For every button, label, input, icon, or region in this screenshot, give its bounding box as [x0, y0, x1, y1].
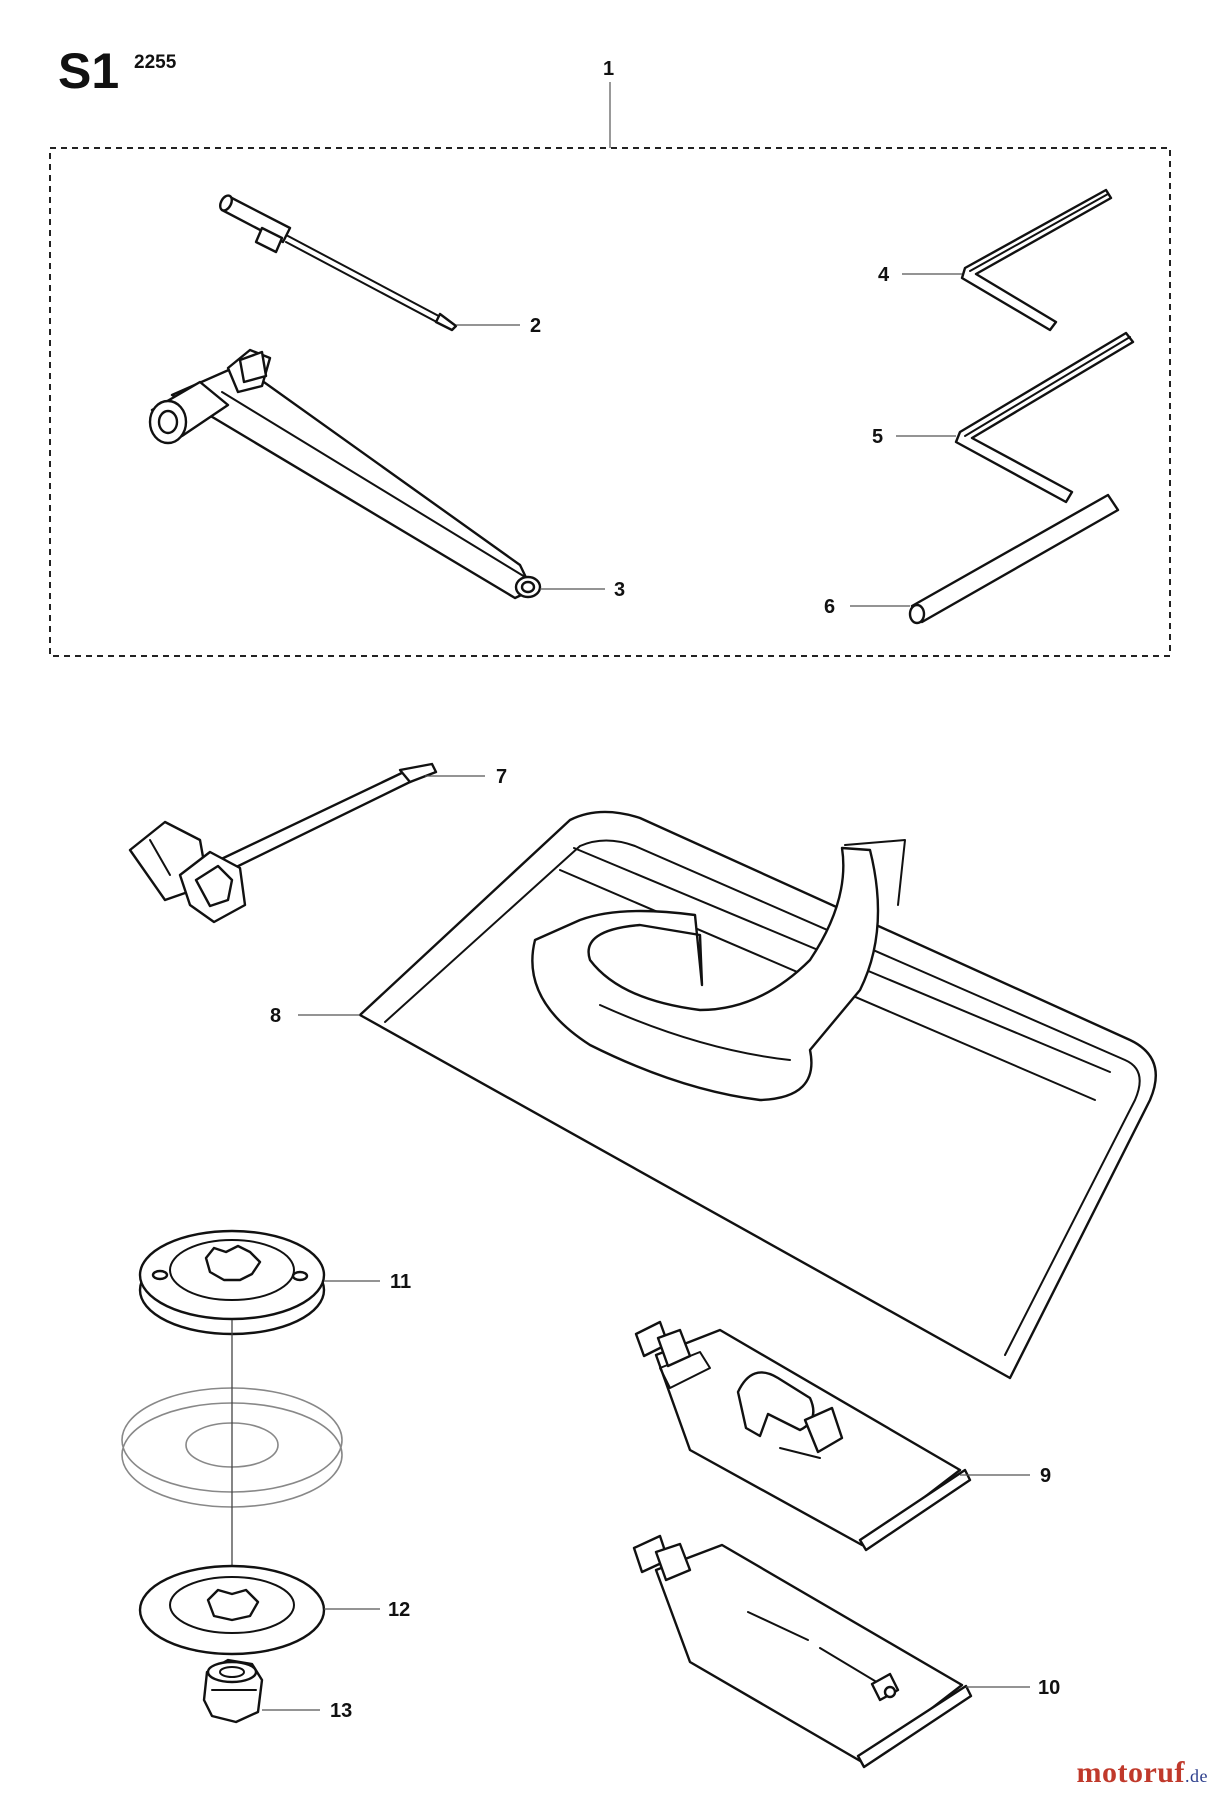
callout-10: 10: [1038, 1677, 1060, 1699]
model-number: 2255: [134, 52, 177, 73]
page-title: S1: [58, 43, 120, 99]
callout-5: 5: [872, 426, 883, 448]
watermark-brand: motoruf: [1076, 1756, 1185, 1789]
callout-1: 1: [603, 58, 614, 80]
callout-3: 3: [614, 579, 625, 601]
watermark-logo: motoruf.de: [1077, 1756, 1208, 1790]
callout-6: 6: [824, 596, 835, 618]
callout-12: 12: [388, 1599, 410, 1621]
pin-rod-part: [908, 493, 1120, 625]
grease-tube-part: [634, 1320, 972, 1552]
nut-part: [202, 1658, 264, 1724]
tool-bag-part: [358, 810, 1157, 1380]
callout-2: 2: [530, 315, 541, 337]
callout-8: 8: [270, 1005, 281, 1027]
t-socket-wrench-part: [148, 348, 542, 600]
callout-4: 4: [878, 264, 890, 286]
support-flange-part: [138, 1229, 326, 1336]
hex-key-small-part: [960, 188, 1113, 332]
screwdriver-part: [219, 194, 458, 332]
watermark-tld: .de: [1185, 1766, 1208, 1786]
callout-7: 7: [496, 766, 507, 788]
thrust-washer-part: [138, 1564, 326, 1656]
callout-11: 11: [390, 1271, 411, 1293]
callout-13: 13: [330, 1700, 352, 1722]
hex-key-large-part: [954, 331, 1135, 504]
callout-9: 9: [1040, 1465, 1051, 1487]
grease-tube-large-part: [632, 1534, 973, 1769]
combination-spanner-part: [128, 762, 438, 924]
